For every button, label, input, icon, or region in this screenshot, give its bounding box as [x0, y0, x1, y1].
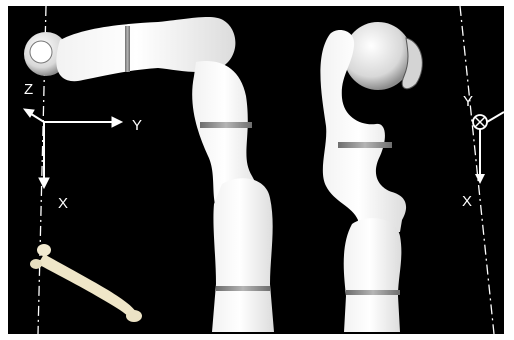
left-axis-z-label: Z	[24, 82, 33, 97]
left-coordinate-frame	[24, 109, 122, 188]
femur-condyle	[126, 310, 142, 322]
left-axis-y-arrowhead	[112, 117, 122, 127]
left-joint-ring-1	[125, 26, 130, 72]
femur-bone[interactable]	[30, 244, 142, 322]
left-lower-link	[212, 178, 274, 332]
right-reference-line	[460, 6, 494, 334]
left-axis-y-label: Y	[132, 118, 142, 133]
right-joint-ring-1	[338, 142, 392, 148]
left-robot-arm[interactable]	[24, 17, 274, 332]
right-axis-x-label: X	[462, 194, 472, 209]
left-axis-x-arrowhead	[39, 178, 49, 188]
right-axis-y-label: Y	[463, 94, 473, 109]
femur-head	[37, 244, 51, 256]
viewport-3d[interactable]: Z Y X Y X	[8, 6, 504, 334]
right-axis-side-line	[487, 112, 504, 122]
femur-trochanter	[30, 259, 42, 269]
left-joint-ring-2	[200, 122, 252, 128]
left-end-effector-cap	[30, 41, 52, 63]
right-lower-link	[344, 218, 402, 332]
right-joint-ring-2	[346, 290, 400, 295]
femur-shaft	[38, 254, 136, 318]
left-axis-x-label: X	[58, 196, 68, 211]
right-end-effector	[344, 22, 412, 90]
right-robot-arm[interactable]	[320, 22, 422, 332]
left-joint-ring-3	[216, 286, 270, 291]
right-axis-x-arrowhead	[475, 174, 485, 184]
